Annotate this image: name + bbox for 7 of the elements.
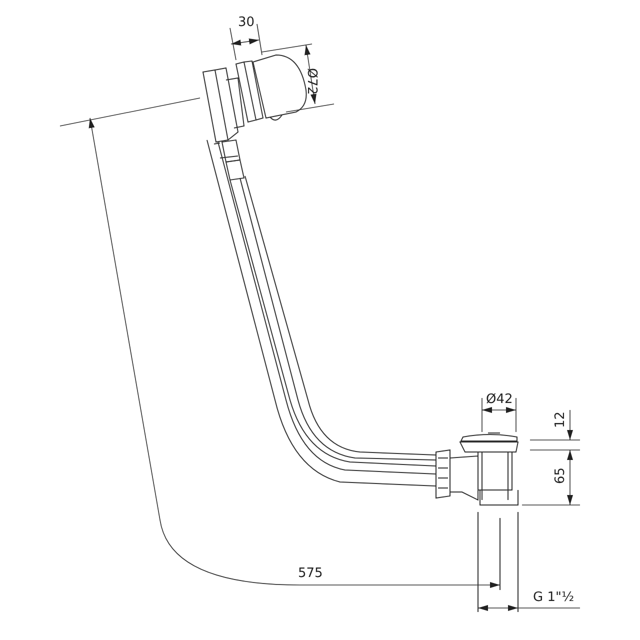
diameter-value: Ø42 [486,393,513,406]
dimension-value: 12 [554,411,567,428]
dimension-value: 30 [238,16,255,29]
thread-size-value: G 1"½ [533,591,574,604]
diameter-value: Ø72 [305,68,318,95]
dimension-value: 575 [298,567,323,580]
dimension-value: 65 [554,467,567,484]
